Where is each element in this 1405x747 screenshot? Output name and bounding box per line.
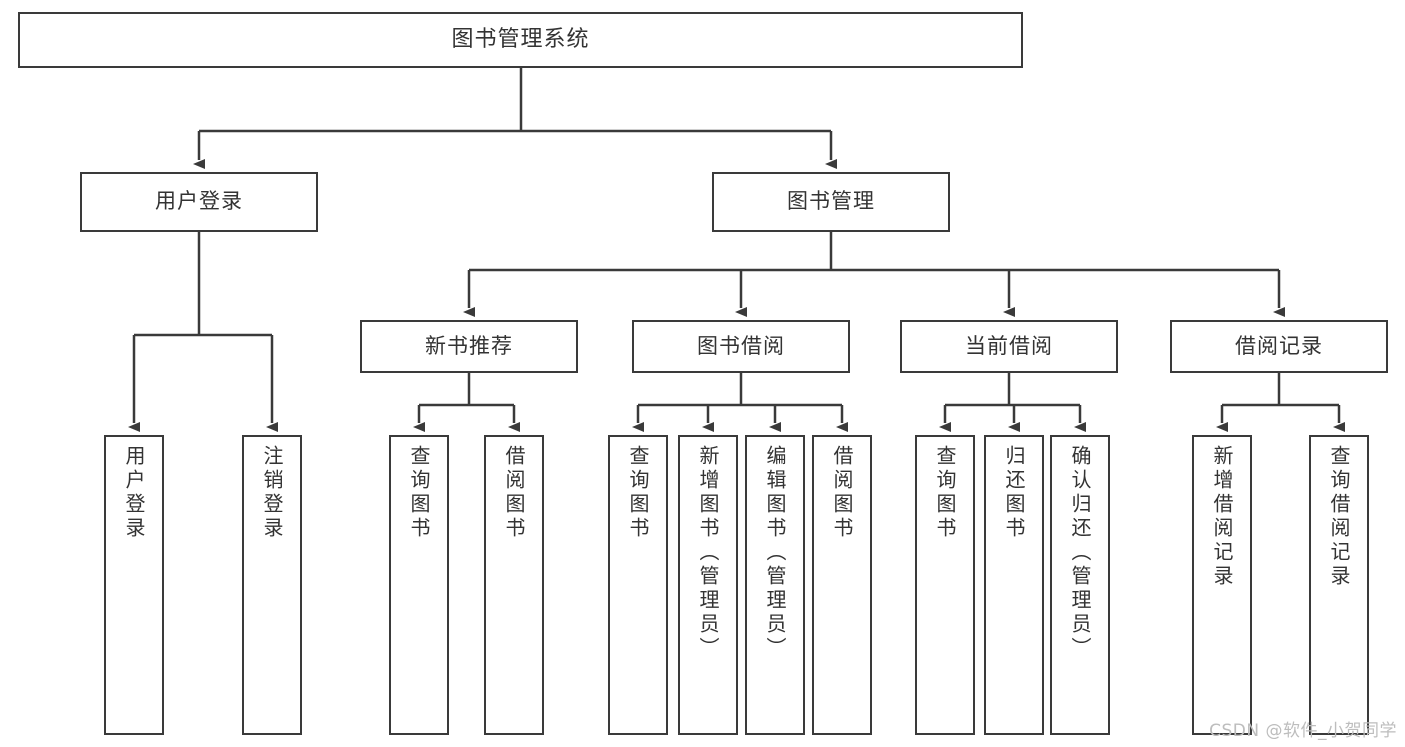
node-label: 查询借阅记录 — [1327, 445, 1351, 589]
node-label: 确认归还（管理员） — [1068, 445, 1092, 661]
node-label: 编辑图书（管理员） — [763, 445, 787, 661]
node-label: 图书管理 — [787, 189, 875, 214]
node-label: 注销登录 — [260, 445, 284, 541]
leaf-query-book-borrow[interactable]: 查询图书 — [608, 435, 668, 735]
leaf-edit-book-admin[interactable]: 编辑图书（管理员） — [745, 435, 805, 735]
node-root-system[interactable]: 图书管理系统 — [18, 12, 1023, 68]
node-label: 新增借阅记录 — [1210, 445, 1234, 589]
node-label: 图书管理系统 — [451, 26, 590, 52]
node-label: 借阅图书 — [830, 445, 854, 541]
node-label: 用户登录 — [155, 189, 243, 214]
node-label: 当前借阅 — [965, 333, 1053, 358]
leaf-query-book-recommend[interactable]: 查询图书 — [389, 435, 449, 735]
node-label: 新书推荐 — [425, 333, 513, 358]
node-book-borrow[interactable]: 图书借阅 — [632, 320, 850, 373]
node-user-login[interactable]: 用户登录 — [80, 172, 318, 232]
leaf-query-borrow-record[interactable]: 查询借阅记录 — [1309, 435, 1369, 735]
node-label: 借阅记录 — [1235, 333, 1323, 358]
node-new-book-recommend[interactable]: 新书推荐 — [360, 320, 578, 373]
leaf-borrow-book[interactable]: 借阅图书 — [812, 435, 872, 735]
node-label: 归还图书 — [1002, 445, 1026, 541]
node-label: 查询图书 — [407, 445, 431, 541]
leaf-add-borrow-record[interactable]: 新增借阅记录 — [1192, 435, 1252, 735]
node-borrow-record[interactable]: 借阅记录 — [1170, 320, 1388, 373]
node-label: 用户登录 — [122, 445, 146, 541]
leaf-query-book-current[interactable]: 查询图书 — [915, 435, 975, 735]
leaf-logout[interactable]: 注销登录 — [242, 435, 302, 735]
leaf-user-login[interactable]: 用户登录 — [104, 435, 164, 735]
node-label: 查询图书 — [626, 445, 650, 541]
node-book-management[interactable]: 图书管理 — [712, 172, 950, 232]
node-label: 借阅图书 — [502, 445, 526, 541]
node-current-borrow[interactable]: 当前借阅 — [900, 320, 1118, 373]
leaf-borrow-book-recommend[interactable]: 借阅图书 — [484, 435, 544, 735]
leaf-return-book[interactable]: 归还图书 — [984, 435, 1044, 735]
node-label: 查询图书 — [933, 445, 957, 541]
node-label: 新增图书（管理员） — [696, 445, 720, 661]
leaf-confirm-return-admin[interactable]: 确认归还（管理员） — [1050, 435, 1110, 735]
leaf-add-book-admin[interactable]: 新增图书（管理员） — [678, 435, 738, 735]
csdn-watermark: CSDN @软件_小贺同学 — [1209, 721, 1397, 741]
node-label: 图书借阅 — [697, 333, 785, 358]
